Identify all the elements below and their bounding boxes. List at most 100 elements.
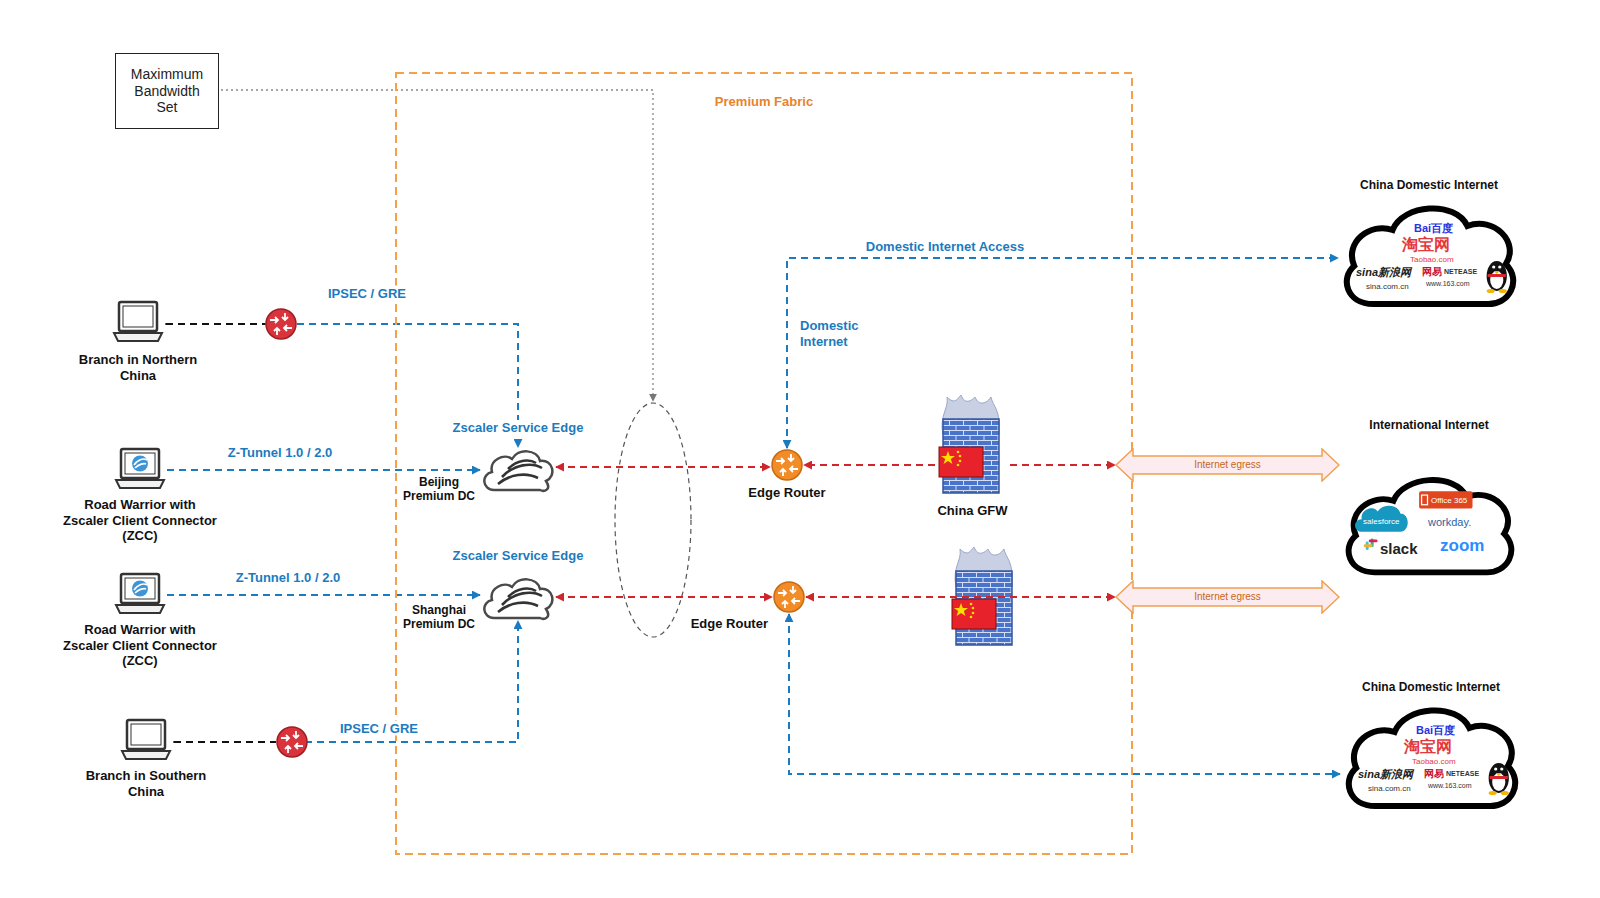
node-text: Branch in Southern China bbox=[71, 768, 221, 799]
client-laptop-icon bbox=[113, 447, 167, 491]
edge-label: Z-Tunnel 1.0 / 2.0 bbox=[234, 570, 343, 585]
node-text: Taobao.com bbox=[1410, 255, 1454, 265]
node-text: salesforce bbox=[1363, 517, 1399, 527]
limit-box: Maximmum Bandwidth Set bbox=[115, 53, 219, 129]
access-link bbox=[167, 594, 480, 596]
branch-laptop: Branch in Southern China bbox=[119, 718, 173, 762]
service-edge: Zscaler Service EdgeBeijing Premium DC bbox=[480, 447, 556, 493]
link-underlay bbox=[166, 322, 265, 326]
node-text: 淘宝网 bbox=[1402, 235, 1450, 254]
node-text: Branch in Northern China bbox=[63, 352, 213, 383]
node-text: Road Warrior with Zscaler Client Connect… bbox=[60, 497, 220, 544]
node-text: Bai百度 bbox=[1414, 222, 1453, 235]
client-laptop-icon bbox=[116, 574, 164, 613]
internet-cloud: International InternetOffice 365salesfor… bbox=[1340, 470, 1518, 580]
client-laptop: Road Warrior with Zscaler Client Connect… bbox=[113, 447, 167, 491]
client-laptop-icon bbox=[116, 449, 164, 488]
edge-router-icon bbox=[772, 450, 802, 480]
node-text: NETEASE bbox=[1444, 268, 1477, 276]
node-text: Taobao.com bbox=[1412, 757, 1456, 767]
node-text: Bai百度 bbox=[1416, 724, 1455, 737]
node-text: Zscaler Service Edge bbox=[451, 548, 586, 564]
internet-cloud-icon bbox=[1347, 208, 1513, 304]
node-text: sina新浪网 bbox=[1356, 266, 1411, 279]
edge-router-icon bbox=[774, 582, 804, 612]
node-text: Internet egress bbox=[1115, 591, 1340, 603]
firewall: China GFW bbox=[935, 395, 1010, 495]
egress-arrow-icon bbox=[1116, 581, 1339, 613]
node-text: Internet egress bbox=[1115, 459, 1340, 471]
lan-link bbox=[166, 323, 265, 325]
fabric-outline bbox=[396, 73, 1132, 854]
note-label: Domestic Internet bbox=[800, 318, 872, 351]
edge-label: Z-Tunnel 1.0 / 2.0 bbox=[226, 445, 335, 460]
node-text: www.163.com bbox=[1428, 782, 1472, 790]
node-text: Maximmum Bandwidth Set bbox=[122, 66, 212, 116]
node-text: Beijing Premium DC bbox=[400, 475, 478, 504]
node-text: workday. bbox=[1428, 516, 1471, 529]
node-text: zoom bbox=[1440, 536, 1484, 556]
service-edge: Zscaler Service EdgeShanghai Premium DC bbox=[480, 575, 556, 621]
edge-label: IPSEC / GRE bbox=[326, 286, 408, 301]
client-laptop: Road Warrior with Zscaler Client Connect… bbox=[113, 572, 167, 616]
branch-laptop-icon bbox=[114, 302, 162, 341]
internet-cloud: China Domestic InternetBai百度淘宝网Taobao.co… bbox=[1340, 700, 1522, 814]
access-link bbox=[173, 621, 518, 742]
link-underlay bbox=[174, 740, 276, 744]
node-text: sina.com.cn bbox=[1366, 282, 1409, 292]
node-text: 淘宝网 bbox=[1404, 737, 1452, 756]
service-edge-icon bbox=[484, 579, 552, 618]
node-text: Road Warrior with Zscaler Client Connect… bbox=[60, 622, 220, 669]
core-link bbox=[806, 596, 1115, 598]
node-text: Edge Router bbox=[737, 485, 837, 501]
access-link bbox=[789, 614, 1340, 774]
branch-laptop-icon bbox=[122, 720, 170, 759]
node-text: Zscaler Service Edge bbox=[451, 420, 586, 436]
edge-router: Edge Router bbox=[772, 580, 806, 614]
internet-cloud: China Domestic InternetBai百度淘宝网Taobao.co… bbox=[1338, 198, 1520, 312]
access-link bbox=[787, 258, 1338, 448]
node-text: 网易 bbox=[1424, 768, 1444, 780]
core-link bbox=[556, 466, 770, 468]
service-edge-icon bbox=[484, 451, 552, 490]
client-laptop-icon bbox=[113, 572, 167, 616]
node-text: International Internet bbox=[1328, 418, 1530, 432]
service-edge-icon bbox=[480, 447, 556, 493]
branch-laptop-icon bbox=[119, 718, 173, 762]
node-text: Office 365 bbox=[1431, 496, 1467, 506]
branch-laptop: Branch in Northern China bbox=[111, 300, 165, 344]
router-icon bbox=[266, 309, 296, 339]
edge-router-icon bbox=[772, 580, 806, 614]
firewall-icon bbox=[939, 395, 999, 493]
lan-link bbox=[174, 741, 276, 743]
service-edge-icon bbox=[480, 575, 556, 621]
node-text: 网易 bbox=[1422, 266, 1442, 278]
node-text: Edge Router bbox=[680, 616, 768, 632]
router-icon bbox=[277, 727, 307, 757]
edge-label: Domestic Internet Access bbox=[864, 239, 1026, 254]
bandwidth-ellipse bbox=[615, 403, 691, 637]
firewall-icon bbox=[935, 395, 1010, 495]
core-link bbox=[804, 464, 935, 466]
node-text: sina新浪网 bbox=[1358, 768, 1413, 781]
edge-router-icon bbox=[770, 448, 804, 482]
fabric-region: Premium FabricZscaler Service EdgeBeijin… bbox=[395, 72, 1133, 855]
internet-cloud-icon bbox=[1349, 480, 1512, 572]
node-text: Premium Fabric bbox=[395, 94, 1133, 110]
node-text: Shanghai Premium DC bbox=[400, 603, 478, 632]
bandwidth-leader bbox=[216, 90, 653, 401]
node-text: NETEASE bbox=[1446, 770, 1479, 778]
egress-arrow: Internet egress bbox=[1115, 580, 1340, 614]
branch-laptop-icon bbox=[111, 300, 165, 344]
access-link bbox=[167, 469, 480, 471]
edge-label: IPSEC / GRE bbox=[338, 721, 420, 736]
node-text: slack bbox=[1380, 540, 1418, 558]
egress-arrow: Internet egress bbox=[1115, 448, 1340, 482]
egress-arrow-icon bbox=[1116, 449, 1339, 481]
core-link bbox=[1010, 464, 1115, 466]
node-text: China GFW bbox=[915, 503, 1030, 519]
node-text: China Domestic Internet bbox=[1330, 680, 1532, 694]
node-text: China Domestic Internet bbox=[1328, 178, 1530, 192]
internet-cloud-icon bbox=[1349, 710, 1515, 806]
